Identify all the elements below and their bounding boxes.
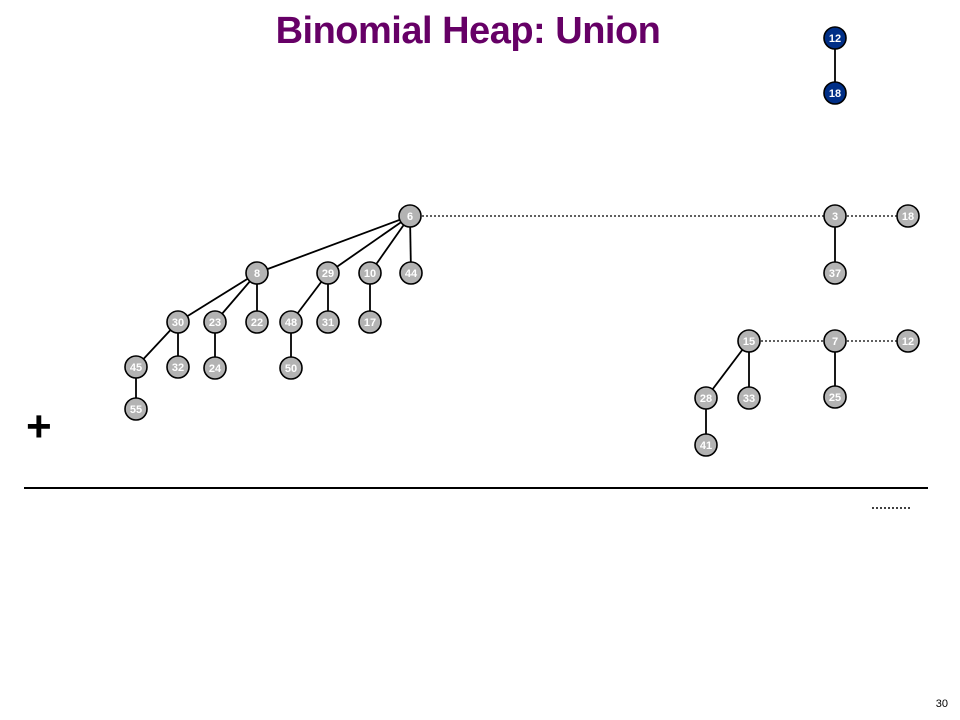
heap1-tree-edge (327, 215, 411, 274)
node-circle (823, 385, 847, 409)
node-key: 24 (209, 363, 222, 375)
heap2-tree-edge (705, 340, 750, 399)
heap2-node-41: 41 (694, 433, 718, 457)
heap2-node-12: 12 (896, 329, 920, 353)
heap1-node-23: 23 (203, 310, 227, 334)
carry-node-18: 18 (823, 81, 847, 105)
heap1-node-50: 50 (279, 356, 303, 380)
heap1-node-29: 29 (316, 261, 340, 285)
heap1-node-10: 10 (358, 261, 382, 285)
node-circle (896, 204, 920, 228)
heap1-node-32: 32 (166, 355, 190, 379)
node-key: 18 (829, 88, 841, 100)
node-circle (737, 329, 761, 353)
node-key: 12 (902, 336, 914, 348)
node-key: 32 (172, 362, 184, 374)
node-key: 23 (209, 317, 221, 329)
heap1-node-31: 31 (316, 310, 340, 334)
node-key: 22 (251, 317, 263, 329)
heap2-node-7: 7 (823, 329, 847, 353)
heap1-node-17: 17 (358, 310, 382, 334)
root-list-links (410, 215, 908, 342)
node-key: 29 (322, 268, 334, 280)
node-circle (823, 329, 847, 353)
node-circle (316, 310, 340, 334)
node-key: 15 (743, 336, 755, 348)
node-circle (358, 261, 382, 285)
node-key: 8 (254, 268, 260, 280)
node-key: 41 (700, 440, 712, 452)
node-key: 55 (130, 404, 142, 416)
node-key: 10 (364, 268, 376, 280)
page-number: 30 (935, 698, 948, 710)
node-circle (823, 26, 847, 50)
node-key: 45 (130, 362, 142, 374)
node-circle (398, 204, 422, 228)
heap1-node-55: 55 (124, 397, 148, 421)
node-key: 37 (829, 268, 841, 280)
carry-node-12: 12 (823, 26, 847, 50)
node-circle (166, 310, 190, 334)
node-key: 50 (285, 363, 297, 375)
heap1-tree-edge (256, 215, 411, 274)
node-key: 48 (285, 317, 297, 329)
node-key: 31 (322, 317, 334, 329)
node-key: 17 (364, 317, 376, 329)
node-circle (203, 310, 227, 334)
slide-title: Binomial Heap: Union (0, 10, 960, 53)
node-circle (124, 397, 148, 421)
heap1-tree-edge (177, 272, 258, 323)
node-circle (823, 261, 847, 285)
node-circle (279, 310, 303, 334)
tree-edges (135, 38, 836, 445)
heap1-node-37: 37 (823, 261, 847, 285)
node-key: 3 (832, 211, 838, 223)
node-key: 6 (407, 211, 413, 223)
node-circle (896, 329, 920, 353)
heap1-node-18: 18 (896, 204, 920, 228)
heap1-node-45: 45 (124, 355, 148, 379)
heap1-node-44: 44 (399, 261, 423, 285)
node-circle (358, 310, 382, 334)
node-circle (823, 81, 847, 105)
heap2-node-15: 15 (737, 329, 761, 353)
heap1-node-48: 48 (279, 310, 303, 334)
node-circle (694, 433, 718, 457)
slide-title-text: Binomial Heap: Union (275, 10, 661, 52)
heap1-node-30: 30 (166, 310, 190, 334)
node-circle (124, 355, 148, 379)
node-circle (245, 310, 269, 334)
node-key: 33 (743, 393, 755, 405)
node-circle (245, 261, 269, 285)
heap1-node-6: 6 (398, 204, 422, 228)
node-circle (737, 386, 761, 410)
heap2-node-33: 33 (737, 386, 761, 410)
node-key: 44 (405, 268, 418, 280)
heap1-node-24: 24 (203, 356, 227, 380)
heap2-node-25: 25 (823, 385, 847, 409)
heap1-node-22: 22 (245, 310, 269, 334)
plus-operator: + (26, 402, 52, 451)
node-circle (823, 204, 847, 228)
node-circle (279, 356, 303, 380)
node-key: 7 (832, 336, 838, 348)
node-key: 25 (829, 392, 841, 404)
heap2-node-28: 28 (694, 386, 718, 410)
node-circle (316, 261, 340, 285)
node-circle (203, 356, 227, 380)
heap1-node-8: 8 (245, 261, 269, 285)
node-circle (399, 261, 423, 285)
node-key: 12 (829, 33, 841, 45)
node-circle (694, 386, 718, 410)
node-key: 28 (700, 393, 712, 405)
node-key: 30 (172, 317, 184, 329)
node-circle (166, 355, 190, 379)
node-key: 18 (902, 211, 914, 223)
heap1-node-3: 3 (823, 204, 847, 228)
